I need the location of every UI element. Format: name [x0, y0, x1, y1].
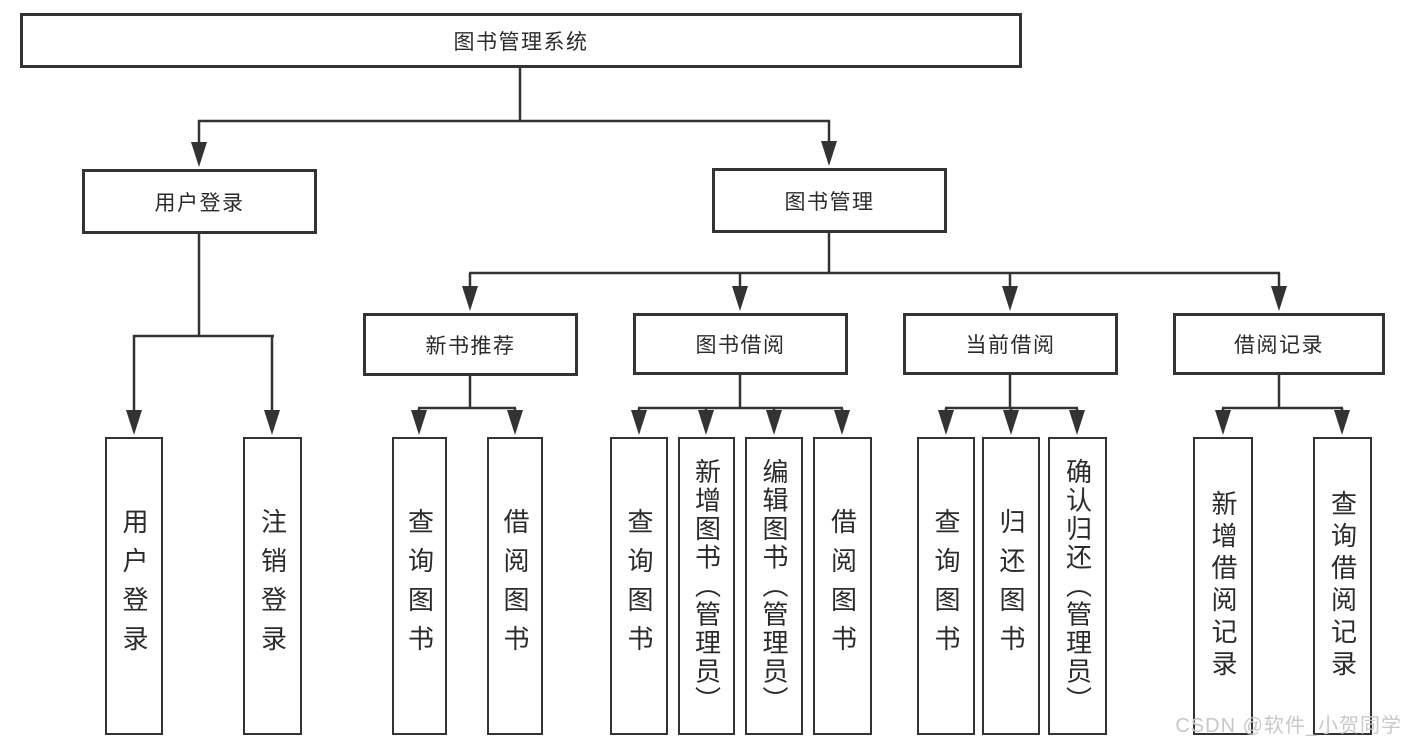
- leaf-edit-book-admin: 编辑图书（管理员）: [745, 437, 803, 735]
- node-label: 图书管理: [784, 190, 875, 214]
- arrow-icon: [631, 410, 647, 435]
- arrow-icon: [1271, 286, 1287, 311]
- arrow-icon: [1215, 410, 1231, 435]
- arrow-icon: [834, 410, 850, 435]
- leaf-label: 确认归还（管理员）: [1062, 457, 1093, 715]
- leaf-label: 查询图书: [931, 508, 961, 664]
- leaf-label: 查询图书: [404, 508, 435, 664]
- node-label: 当前借阅: [965, 334, 1056, 357]
- arrow-icon: [126, 410, 142, 435]
- arrow-icon: [411, 410, 427, 435]
- node-new-book-recommend: 新书推荐: [363, 313, 578, 376]
- leaf-query-books-recommend: 查询图书: [392, 437, 447, 735]
- leaf-borrow-books-recommend: 借阅图书: [487, 437, 543, 735]
- node-library-management-system: 图书管理系统: [20, 13, 1022, 68]
- arrow-icon: [732, 286, 748, 311]
- watermark: CSDN @软件_小贺同学: [1175, 715, 1402, 737]
- arrow-icon: [938, 410, 954, 435]
- arrowheads: [126, 141, 1350, 435]
- arrow-icon: [698, 410, 714, 435]
- leaf-label: 借阅图书: [827, 508, 858, 664]
- leaf-query-books-current: 查询图书: [917, 437, 975, 735]
- leaf-label: 新增图书（管理员）: [691, 457, 722, 715]
- node-borrowing-records: 借阅记录: [1173, 313, 1385, 375]
- leaf-add-borrow-record: 新增借阅记录: [1193, 437, 1253, 735]
- node-label: 图书管理系统: [453, 30, 589, 54]
- leaf-add-book-admin: 新增图书（管理员）: [678, 437, 735, 735]
- arrow-icon: [462, 286, 478, 311]
- leaf-query-borrow-record: 查询借阅记录: [1313, 437, 1372, 735]
- node-label: 图书借阅: [695, 334, 786, 357]
- leaf-label: 查询借阅记录: [1327, 490, 1358, 682]
- node-book-management: 图书管理: [712, 168, 947, 233]
- leaf-borrow-books-borrowing: 借阅图书: [813, 437, 872, 735]
- leaf-logout: 注销登录: [243, 437, 302, 735]
- leaf-label: 查询图书: [624, 508, 654, 664]
- arrow-icon: [1003, 410, 1019, 435]
- node-user-login: 用户登录: [82, 169, 317, 234]
- leaf-label: 注销登录: [257, 508, 288, 664]
- leaf-return-books: 归还图书: [982, 437, 1040, 735]
- leaf-user-login: 用户登录: [105, 437, 163, 735]
- node-label: 借阅记录: [1234, 334, 1324, 357]
- arrow-icon: [1069, 410, 1085, 435]
- node-current-borrowing: 当前借阅: [903, 313, 1118, 375]
- arrow-icon: [191, 142, 207, 167]
- leaf-label: 借阅图书: [500, 508, 530, 664]
- node-label: 用户登录: [154, 191, 245, 215]
- arrow-icon: [1002, 286, 1018, 311]
- leaf-confirm-return-admin: 确认归还（管理员）: [1048, 437, 1107, 735]
- node-label: 新书推荐: [425, 334, 516, 358]
- arrow-icon: [766, 410, 782, 435]
- node-book-borrowing: 图书借阅: [633, 313, 848, 375]
- arrow-icon: [821, 141, 837, 166]
- leaf-label: 归还图书: [996, 508, 1026, 664]
- arrow-icon: [264, 410, 280, 435]
- leaf-label: 用户登录: [119, 508, 149, 664]
- arrow-icon: [507, 410, 523, 435]
- leaf-label: 编辑图书（管理员）: [759, 457, 789, 715]
- arrow-icon: [1334, 410, 1350, 435]
- leaf-label: 新增借阅记录: [1208, 490, 1238, 682]
- leaf-query-books-borrowing: 查询图书: [610, 437, 668, 735]
